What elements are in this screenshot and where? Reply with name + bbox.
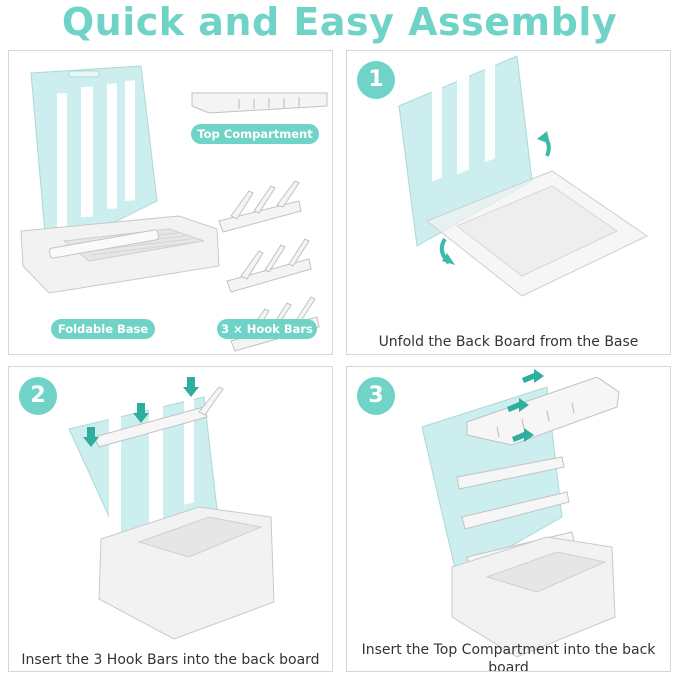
step-2-badge: 2 [19,377,57,415]
step-1-badge: 1 [357,61,395,99]
step-3-caption: Insert the Top Compartment into the back… [361,642,656,672]
step-3-badge: 3 [357,377,395,415]
foldable-base-label: Foldable Base [51,319,155,339]
right-arrow-icon [507,398,529,412]
parts-panel: Top Compartment Foldable Base 3 × Hook B… [8,50,333,355]
parts-illustration [20,65,328,352]
insert-hooks-illustration [68,377,275,640]
unfold-illustration [398,51,648,297]
insert-compartment-illustration [421,369,620,658]
step-1-panel: 1 Unfold the Back Board from the Base [346,50,671,355]
top-compartment-label: Top Compartment [191,124,319,144]
step-3-panel: 3 Insert the Top Compartment into the ba… [346,366,671,672]
page-title: Quick and Easy Assembly [61,0,618,44]
step-2-caption: Insert the 3 Hook Bars into the back boa… [21,652,320,668]
step-1-caption: Unfold the Back Board from the Base [378,334,639,350]
top-compartment-illustration [191,92,328,114]
foldable-base-illustration [20,215,220,294]
back-board-illustration [30,65,158,257]
step-2-panel: 2 Insert the 3 Hook Bars into the back b… [8,366,333,672]
hook-bars-label: 3 × Hook Bars [217,319,317,339]
down-arrow-icon [83,427,99,447]
